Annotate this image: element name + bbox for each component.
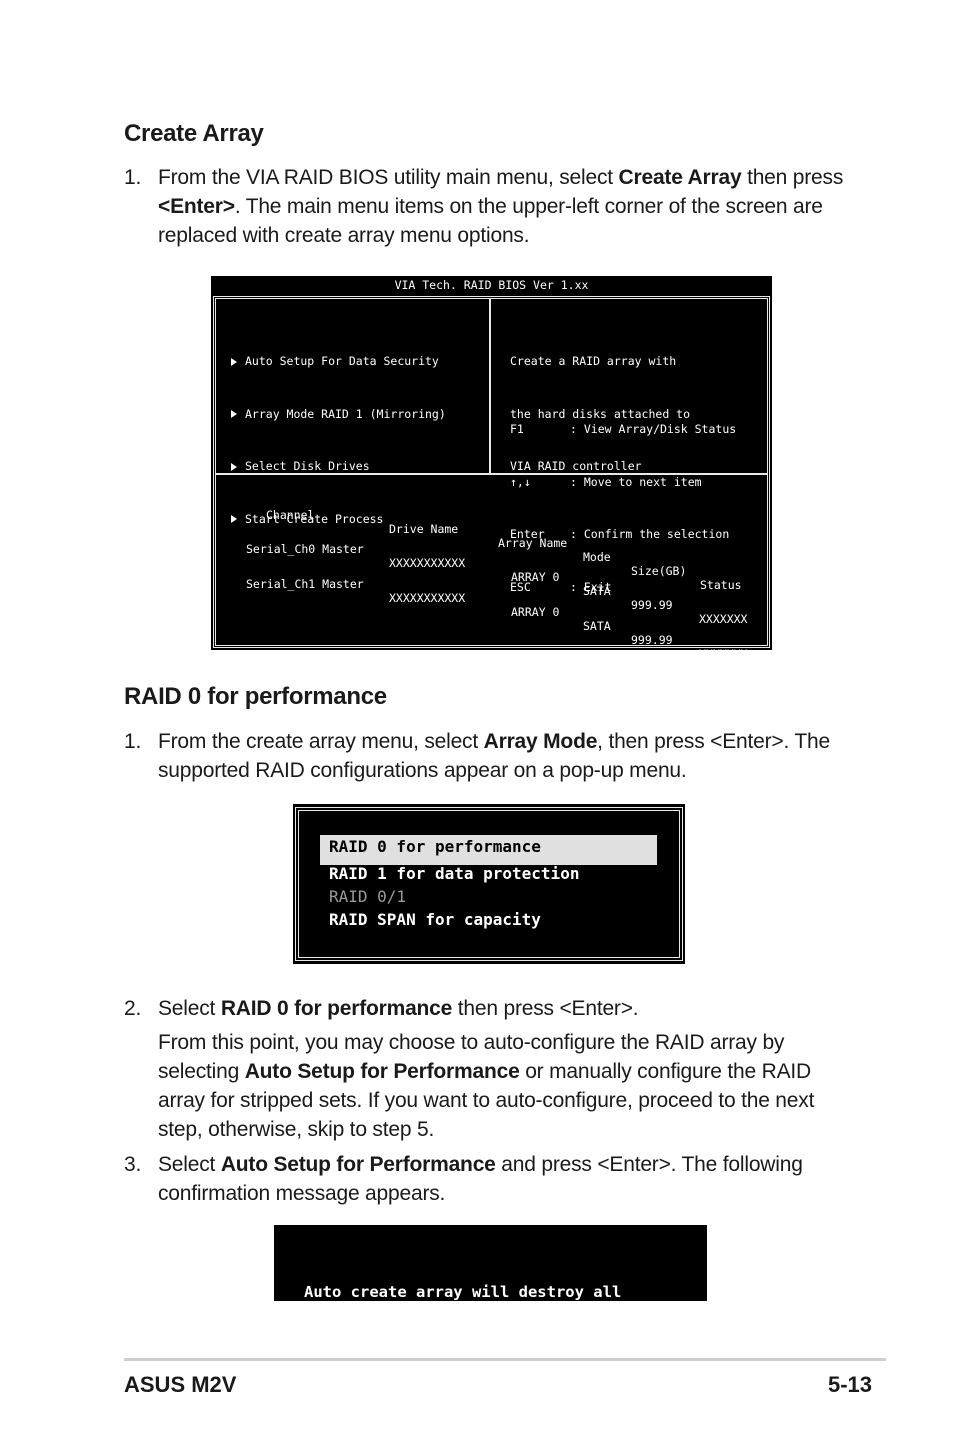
step-number: 1. (124, 730, 142, 753)
step-number: 3. (124, 1153, 142, 1176)
step-1-create-array: 1. From the VIA RAID BIOS utility main m… (124, 163, 864, 253)
section-heading-create-array: Create Array (124, 120, 264, 147)
confirmation-line: data on disks, Continue? (Y/N) (304, 1352, 584, 1370)
bios-key-row: ↑,↓: Move to next item (510, 474, 736, 492)
bios-desc-line: Create a RAID array with (510, 354, 677, 368)
step-text: From the create array menu, select Array… (158, 730, 830, 782)
step-text: Select Auto Setup for Performance and pr… (158, 1153, 803, 1205)
popup-frame (295, 807, 683, 961)
popup-selection-highlight (320, 835, 657, 865)
raid-level-popup: RAID 0 for performance RAID 1 for data p… (293, 804, 685, 964)
pointer-arrow-icon (231, 462, 237, 471)
column-header: Drive Name (389, 522, 459, 536)
column-header: Status (700, 578, 742, 592)
table-row[interactable]: Serial_Ch0 Master XXXXXXXXXXX ARRAY 0 SA… (246, 542, 748, 626)
step-text: Select RAID 0 for performance then press… (158, 997, 639, 1020)
footer-product-name: ASUS M2V (124, 1372, 237, 1397)
footer-rule (124, 1358, 886, 1361)
column-header: Channel (266, 508, 315, 522)
bios-menu-item[interactable]: Select Disk Drives (231, 458, 446, 476)
pointer-arrow-icon (231, 515, 237, 523)
bios-desc-line: the hard disks attached to (510, 406, 691, 421)
bios-menu: Auto Setup For Data Security Array Mode … (231, 318, 446, 563)
step-number: 1. (124, 166, 142, 189)
bios-key-row: F1: View Array/Disk Status (510, 422, 737, 436)
bios-key-help: F1: View Array/Disk Status ↑,↓: Move to … (510, 386, 736, 631)
popup-item-raid01: RAID 0/1 (329, 887, 407, 906)
step-2-explanation: From this point, you may choose to auto-… (158, 1031, 815, 1141)
bios-outer-frame (213, 296, 770, 648)
bios-desc-line: VIA RAID controller (510, 459, 642, 473)
popup-item-raid0[interactable]: RAID 0 for performance (329, 837, 541, 856)
pointer-arrow-icon (231, 410, 237, 418)
column-header: Mode (583, 550, 611, 564)
step-1-array-mode: 1. From the create array menu, select Ar… (124, 727, 864, 787)
bios-divider-horizontal (216, 473, 767, 475)
footer-page-number: 5-13 (827, 1372, 872, 1397)
bios-table-header: Channel Drive Name Array Name Mode Size(… (211, 494, 772, 592)
confirmation-text: Auto create array will destroy all data … (304, 1235, 621, 1419)
bios-description: Create a RAID array with the hard disks … (510, 318, 690, 511)
bios-menu-item[interactable]: Auto Setup For Data Security (231, 353, 446, 371)
popup-item-raid1[interactable]: RAID 1 for data protection (329, 864, 580, 883)
popup-item-raid-span[interactable]: RAID SPAN for capacity (329, 910, 541, 929)
step-2-select-raid0: 2. Select RAID 0 for performance then pr… (124, 994, 864, 1024)
bios-divider-vertical (489, 299, 491, 473)
step-number: 2. (124, 997, 142, 1020)
column-header: Array Name (498, 536, 568, 550)
bios-menu-item[interactable]: Array Mode RAID 1 (Mirroring) (231, 406, 446, 424)
pointer-arrow-icon (231, 357, 237, 366)
column-header: Size(GB) (631, 564, 687, 578)
bios-key-row: ESC: Exit (510, 579, 612, 594)
confirmation-line: Auto create array will destroy all (304, 1283, 622, 1301)
bios-key-row: Enter: Confirm the selection (510, 527, 730, 541)
step-3-auto-setup: 3. Select Auto Setup for Performance and… (124, 1150, 864, 1210)
bios-menu-item[interactable]: Start Create Process (231, 511, 446, 529)
step-text: From the VIA RAID BIOS utility main menu… (158, 166, 844, 247)
bios-title: VIA Tech. RAID BIOS Ver 1.xx (394, 278, 589, 292)
section-heading-raid0: RAID 0 for performance (124, 683, 387, 710)
table-row[interactable]: Serial_Ch1 Master XXXXXXXXXXX ARRAY 0 SA… (246, 577, 748, 661)
confirmation-message-box: Auto create array will destroy all data … (274, 1225, 707, 1370)
up-down-arrows-icon: ↑,↓ (510, 474, 531, 489)
bios-create-array-screen: VIA Tech. RAID BIOS Ver 1.xx Auto Setup … (211, 276, 772, 661)
